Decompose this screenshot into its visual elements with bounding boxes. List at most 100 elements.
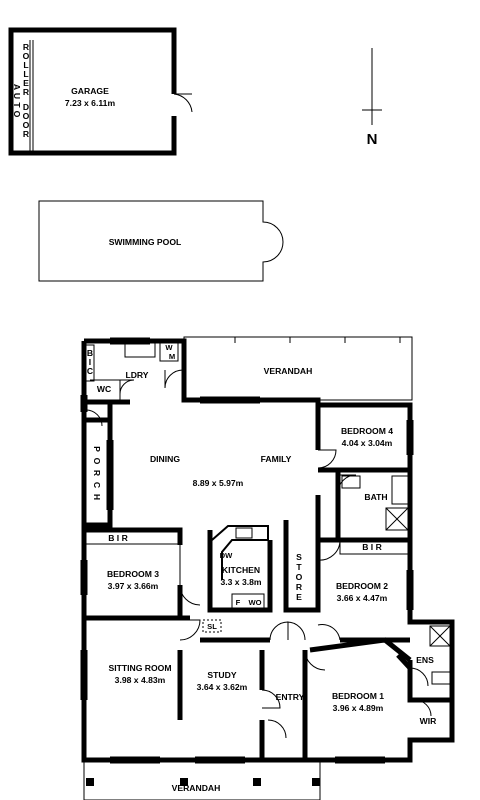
bedroom1-walls xyxy=(309,637,412,662)
pool-label: SWIMMING POOL xyxy=(109,237,182,247)
roller-col-letter: E xyxy=(23,78,29,88)
study-label: STUDY xyxy=(207,670,236,680)
house xyxy=(80,336,455,800)
bedroom1-dims: 3.96 x 4.89m xyxy=(333,703,384,713)
auto-col-letter: O xyxy=(12,111,22,118)
swimming-pool: SWIMMING POOL xyxy=(38,200,284,282)
wo-label: WO xyxy=(248,598,261,607)
porch-col-letter: C xyxy=(92,482,102,488)
store-col-letter: S xyxy=(296,552,302,562)
roller-col-letter: R xyxy=(23,42,30,52)
ens-shower xyxy=(429,625,451,647)
bir-right-robe xyxy=(339,541,409,555)
verandah-column xyxy=(312,778,320,786)
living-dims: 8.89 x 5.97m xyxy=(193,478,244,488)
bath-tub xyxy=(391,475,409,505)
bic-col-letter: C xyxy=(87,366,93,376)
door-col-letter: R xyxy=(23,129,30,139)
auto-col-letter: U xyxy=(12,93,22,99)
bir-left-label: B I R xyxy=(108,533,128,543)
roller-col-letter: R xyxy=(23,87,30,97)
garage-walls xyxy=(8,27,177,156)
dw-label: DW xyxy=(220,551,233,560)
wm-box xyxy=(159,342,179,362)
ens-label: ENS xyxy=(416,655,434,665)
sitting-dims: 3.98 x 4.83m xyxy=(115,675,166,685)
fridge-space xyxy=(231,593,265,609)
wm-label-w: W xyxy=(165,343,173,352)
roller-col-letter: O xyxy=(23,51,30,61)
bedroom1-label: BEDROOM 1 xyxy=(332,691,384,701)
bedroom2-label: BEDROOM 2 xyxy=(336,581,388,591)
verandah-bottom-label: VERANDAH xyxy=(172,783,221,793)
porch-col-letter: R xyxy=(92,470,102,477)
door-swings xyxy=(85,369,432,739)
bir-right-label: B I R xyxy=(362,542,382,552)
verandah-bottom-outline xyxy=(83,759,321,800)
store-wall xyxy=(283,520,321,613)
ldry-label: LDRY xyxy=(125,370,148,380)
garage-title: GARAGE xyxy=(71,86,109,96)
bedroom4-dims: 4.04 x 3.04m xyxy=(342,438,393,448)
bic-col-letter: B xyxy=(87,348,93,358)
bedroom4-label: BEDROOM 4 xyxy=(341,426,393,436)
door-col-letter: O xyxy=(23,111,30,121)
roller-col-letter: L xyxy=(23,60,28,70)
entry-label: ENTRY xyxy=(276,692,305,702)
bic-cupboard xyxy=(85,344,95,382)
bedroom3-label: BEDROOM 3 xyxy=(107,569,159,579)
room-labels: VERANDAH LDRY W M BIC WC BEDROOM 4 4.04 … xyxy=(87,343,437,793)
pool-outline xyxy=(38,200,284,282)
fridge-label: F xyxy=(236,598,241,607)
garage-side-door-gap xyxy=(170,94,178,116)
wm-label-m: M xyxy=(169,352,175,361)
north-arrow: N xyxy=(362,48,382,148)
shower-cross-2 xyxy=(385,507,409,531)
bedroom3-dims: 3.97 x 3.66m xyxy=(108,581,159,591)
door-col-letter: D xyxy=(23,102,29,112)
bath-label: BATH xyxy=(364,492,387,502)
stovetop xyxy=(235,527,253,539)
bedroom2-dims: 3.66 x 4.47m xyxy=(337,593,388,603)
porch-col-letter: H xyxy=(92,494,102,500)
ens-diag-wall xyxy=(396,653,412,670)
kitchen-left-wall xyxy=(207,530,273,613)
garage-dims: 7.23 x 6.11m xyxy=(65,98,116,108)
verandah-top-label: VERANDAH xyxy=(264,366,313,376)
study-dims: 3.64 x 3.62m xyxy=(197,682,248,692)
porch-col-letter: O xyxy=(92,458,102,465)
porch-col-letter: P xyxy=(92,446,102,452)
verandah-column xyxy=(180,778,188,786)
shower xyxy=(385,507,409,531)
ens-basin xyxy=(431,671,451,685)
bic-label: BIC xyxy=(87,348,93,376)
dining-label: DINING xyxy=(150,454,180,464)
garage-side-door-swing xyxy=(173,93,193,113)
store-col-letter: R xyxy=(296,582,303,592)
bir-left-robe xyxy=(85,531,179,545)
north-label: N xyxy=(367,131,378,148)
store-col-letter: O xyxy=(296,572,303,582)
basin xyxy=(341,475,361,489)
windows xyxy=(80,337,414,764)
verandah-column xyxy=(86,778,94,786)
store-col-letter: E xyxy=(296,592,302,602)
door-col-letter: O xyxy=(23,120,30,130)
wir-label: WIR xyxy=(420,716,437,726)
kitchen-bench xyxy=(211,525,269,580)
auto-col-letter: A xyxy=(12,84,22,90)
auto-col-letter: T xyxy=(12,102,22,108)
wc-label: WC xyxy=(97,384,111,394)
roller-col-letter: L xyxy=(23,69,28,79)
laundry-tub xyxy=(124,342,156,358)
sl-label: SL xyxy=(207,622,217,631)
bir-top-wall xyxy=(84,527,183,545)
sl-box xyxy=(202,619,222,633)
